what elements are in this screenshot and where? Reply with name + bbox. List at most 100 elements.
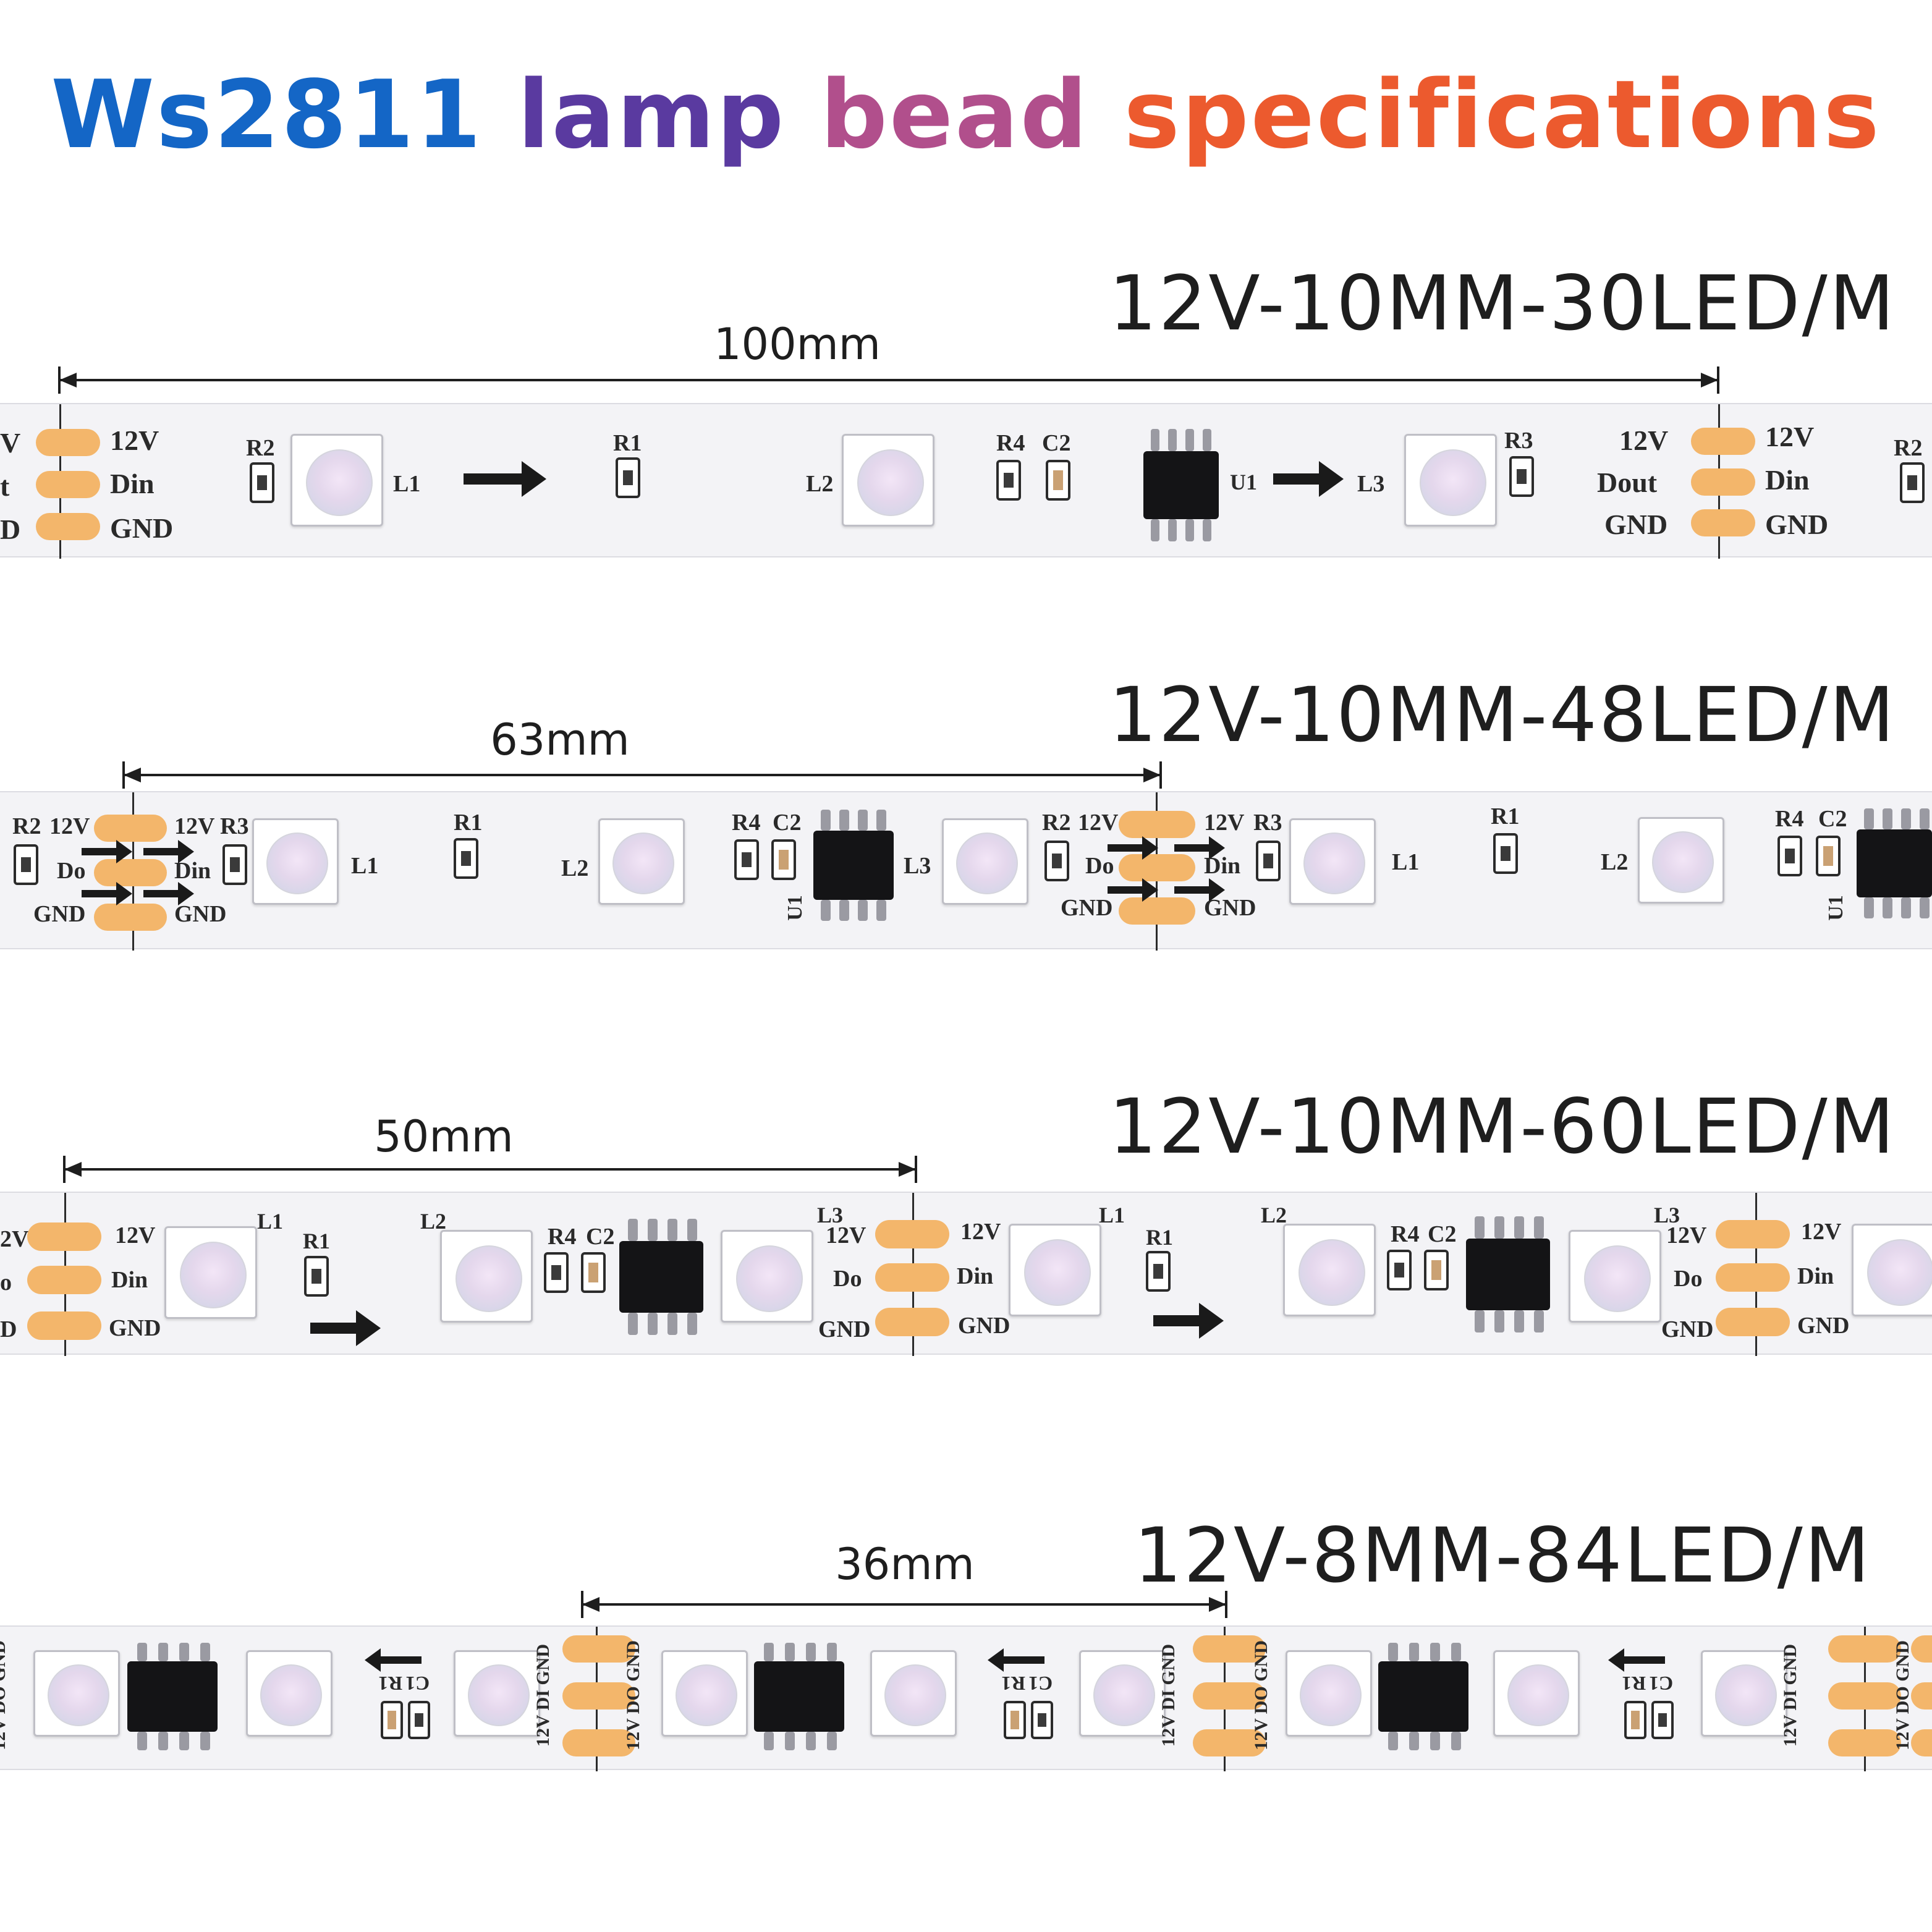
page-title: Ws2811 lamp bead specifications	[0, 68, 1932, 162]
rgb-led	[661, 1650, 748, 1737]
pad-label: Din	[174, 858, 211, 884]
part-label: R1	[303, 1229, 330, 1253]
part-label: R1	[1001, 1672, 1026, 1695]
dimension-label: 100mm	[714, 319, 881, 370]
part-label: L3	[817, 1203, 844, 1227]
pad-label: GND	[818, 1316, 871, 1342]
capacitor	[1624, 1701, 1646, 1739]
led-strip: 12V DO GND R1 C1 12V DI GND 12V DO GND	[0, 1625, 1932, 1771]
part-label: C1	[405, 1672, 430, 1695]
rgb-led	[1283, 1224, 1376, 1316]
solder-pad	[27, 1266, 101, 1294]
part-label: R4	[996, 430, 1025, 456]
pad-label: Do	[833, 1266, 862, 1292]
pad-label: 12V DI GND	[533, 1643, 554, 1747]
signal-arrow	[1153, 1303, 1224, 1339]
part-label: U1	[783, 895, 807, 921]
capacitor	[771, 839, 796, 880]
pad-label: GND	[110, 512, 174, 544]
rgb-led	[942, 818, 1028, 905]
pad-label: Do	[1674, 1266, 1703, 1292]
resistor	[1044, 841, 1069, 881]
part-label: R1	[378, 1672, 403, 1695]
title-word-3: bead	[820, 60, 1090, 169]
signal-arrow	[464, 461, 546, 497]
solder-pad	[1119, 897, 1195, 925]
resistor	[1900, 462, 1925, 503]
part-label: R4	[1775, 806, 1804, 832]
solder-pad	[1691, 509, 1755, 536]
ws2811-ic	[1143, 429, 1219, 541]
pad-label: 12V	[960, 1219, 1001, 1245]
signal-arrow	[1108, 886, 1145, 894]
pad-label: GND	[174, 901, 227, 927]
part-label: C2	[1428, 1221, 1457, 1247]
part-label: L2	[1261, 1203, 1287, 1227]
part-label: R2	[12, 813, 41, 839]
title-word-4: specifications	[1124, 60, 1881, 169]
rgb-led	[33, 1650, 120, 1737]
part-label: L2	[561, 855, 589, 881]
title-word-1: Ws2811	[51, 60, 483, 169]
resistor	[250, 462, 274, 503]
signal-arrow	[82, 890, 119, 897]
resistor	[14, 844, 38, 885]
pad-label: 12V	[49, 813, 90, 839]
pad-label: 12V	[115, 1222, 156, 1248]
led-strip: 2V o D 12V Din GND L1 R1 L2 R4 C2 L3	[0, 1192, 1932, 1356]
ws2811-ic	[127, 1643, 218, 1750]
rgb-led	[440, 1230, 533, 1323]
signal-arrow	[82, 848, 119, 855]
signal-arrow	[1108, 844, 1145, 852]
solder-pad	[36, 471, 100, 498]
resistor	[1493, 833, 1518, 874]
pad-label: 12V DI GND	[1780, 1643, 1801, 1747]
pad-label: 12V	[1765, 421, 1815, 452]
part-label: R1	[613, 430, 642, 456]
part-label: L1	[393, 471, 421, 497]
solder-pad	[1691, 468, 1755, 496]
dimension-arrow	[122, 761, 1162, 789]
pad-label: Do	[57, 858, 86, 884]
resistor	[1651, 1701, 1674, 1739]
signal-arrow	[1608, 1648, 1665, 1672]
spec-label: 12V-10MM-48LED/M	[1109, 671, 1896, 759]
part-label: U1	[1824, 895, 1847, 921]
rgb-led	[1289, 818, 1376, 905]
solder-pad	[562, 1635, 635, 1663]
solder-pad	[562, 1729, 635, 1756]
pad-label: Do	[1085, 853, 1114, 879]
resistor	[1777, 836, 1802, 876]
rgb-led	[252, 818, 339, 905]
part-label: R1	[1491, 803, 1520, 829]
part-label: R3	[1504, 428, 1533, 454]
solder-pad	[875, 1308, 949, 1336]
part-label: C2	[1818, 806, 1847, 832]
solder-pad	[27, 1311, 101, 1340]
part-label: R4	[1391, 1221, 1420, 1247]
pad-label: 12V	[1078, 810, 1119, 836]
resistor	[454, 838, 478, 879]
pad-label: 12V DI GND	[1158, 1643, 1179, 1747]
pad-label: GND	[1204, 895, 1256, 921]
part-label: R3	[220, 813, 249, 839]
capacitor	[1816, 836, 1841, 876]
pad-label: Din	[1765, 464, 1810, 496]
pad-label: 12V	[1666, 1222, 1707, 1248]
rgb-led	[1701, 1650, 1787, 1737]
pad-label: 12V DO GND	[1250, 1640, 1271, 1750]
pad-label: Din	[111, 1267, 148, 1293]
signal-arrow	[143, 848, 180, 855]
pad-label: GND	[1797, 1313, 1850, 1339]
part-label: R4	[732, 810, 761, 836]
ws2811-ic	[1857, 808, 1932, 918]
solder-pad	[875, 1263, 949, 1292]
resistor	[1509, 456, 1534, 497]
dimension-label: 50mm	[374, 1111, 514, 1162]
pad-label: GND	[958, 1313, 1010, 1339]
part-label: L1	[1099, 1203, 1125, 1227]
pad-label: 12V	[1619, 425, 1669, 456]
ws2811-ic	[813, 810, 894, 921]
rgb-led	[842, 434, 934, 527]
part-label: U1	[1230, 470, 1257, 494]
